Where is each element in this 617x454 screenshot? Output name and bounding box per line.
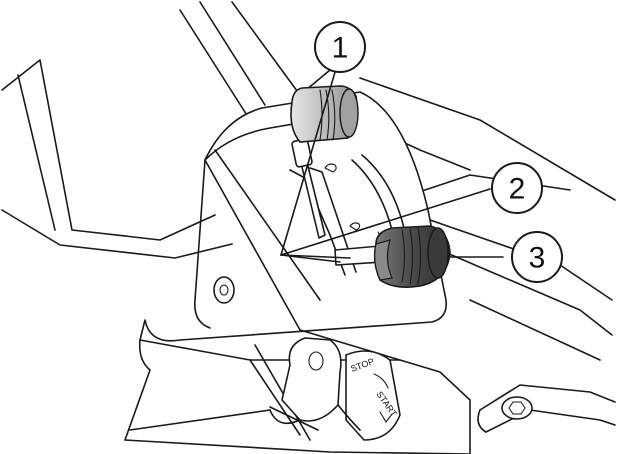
hex-socket-icon bbox=[508, 401, 526, 415]
bolt-head bbox=[501, 396, 533, 420]
leader-lines bbox=[280, 61, 504, 263]
callout-1-label: 1 bbox=[332, 32, 349, 65]
housing-screw bbox=[213, 276, 235, 304]
callout-3-label: 3 bbox=[529, 242, 546, 275]
ignition-key bbox=[281, 337, 342, 422]
turtle-symbol-icon bbox=[349, 222, 361, 231]
lever-1-throttle bbox=[290, 85, 359, 239]
callout-1: 1 bbox=[314, 21, 366, 73]
callout-2-label: 2 bbox=[509, 173, 526, 206]
callout-2: 2 bbox=[491, 162, 543, 214]
down-arrow-icon bbox=[379, 411, 393, 423]
arrow-icon bbox=[373, 373, 389, 389]
ignition-switch: STOP START bbox=[269, 337, 401, 441]
bolt-bracket bbox=[477, 384, 616, 433]
rabbit-symbol-icon bbox=[324, 163, 337, 173]
lever-2-choke bbox=[334, 225, 451, 288]
callout-3: 3 bbox=[511, 231, 563, 283]
